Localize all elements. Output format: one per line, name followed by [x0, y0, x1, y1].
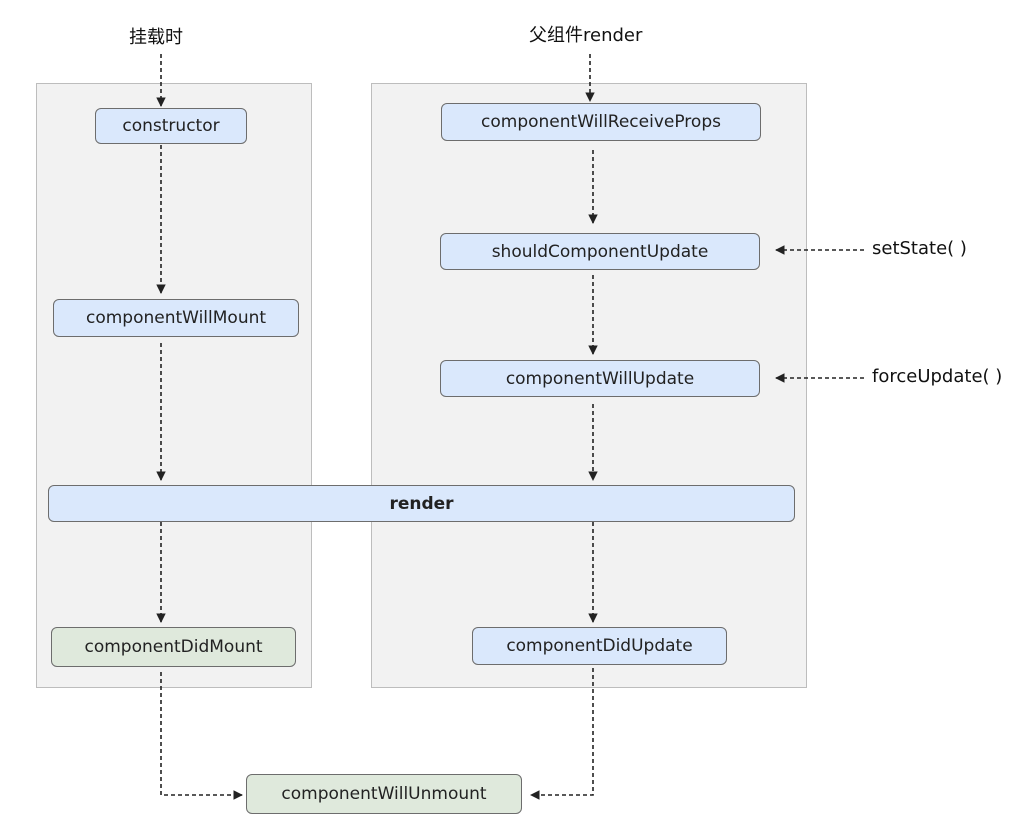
arrow-did-update-to-unmount [530, 668, 594, 800]
component-did-update-node: componentDidUpdate [472, 627, 727, 665]
setstate-label: setState( ) [872, 238, 967, 259]
arrow-did-mount-to-unmount [160, 672, 243, 800]
component-will-unmount-node: componentWillUnmount [246, 774, 522, 814]
forceupdate-label: forceUpdate( ) [872, 366, 1003, 387]
component-will-receive-props-node: componentWillReceiveProps [441, 103, 761, 141]
component-will-mount-node: componentWillMount [53, 299, 299, 337]
component-did-mount-node: componentDidMount [51, 627, 296, 667]
mount-phase-panel [36, 83, 312, 688]
mount-trigger-label: 挂载时 [129, 27, 183, 48]
constructor-node: constructor [95, 108, 247, 144]
component-will-update-node: componentWillUpdate [440, 360, 760, 397]
parent-render-label: 父组件render [529, 25, 643, 46]
should-component-update-node: shouldComponentUpdate [440, 233, 760, 270]
render-node: render [48, 485, 795, 522]
